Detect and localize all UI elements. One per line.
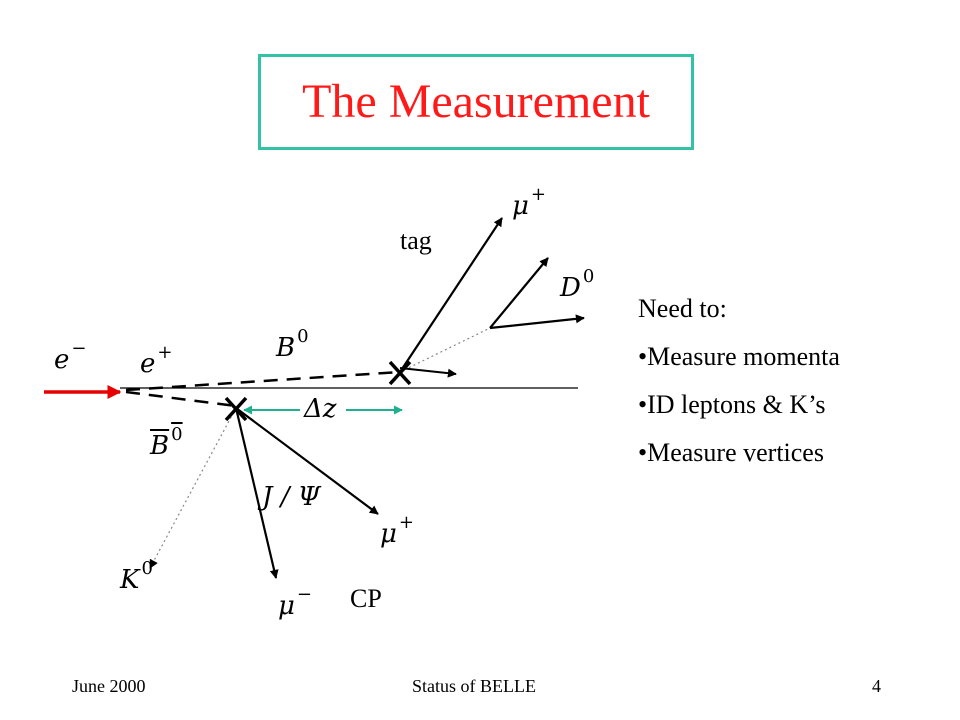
tag-d0-dotted-path xyxy=(399,327,491,373)
cp-mu-minus-track xyxy=(234,407,279,579)
tag-label: tag xyxy=(400,226,432,255)
footer-date: June 2000 xyxy=(72,676,146,696)
tag-vertex-cross xyxy=(388,360,412,386)
delta-z-label: Δz xyxy=(304,394,337,424)
tag-d0-track-upper xyxy=(489,257,549,329)
requirement-item: •ID leptons & K’s xyxy=(638,390,826,419)
mu-plus-tag-label: μ+ xyxy=(512,184,546,221)
tag-extra-track xyxy=(399,367,457,378)
cp-mu-plus-track xyxy=(235,407,379,515)
slide-title: The Measurement xyxy=(302,75,650,128)
jpsi-label: J / Ψ xyxy=(262,482,321,512)
requirements-heading: Need to: xyxy=(638,294,727,323)
footer-center-text: Status of BELLE xyxy=(412,676,536,696)
tag-mu-plus-track xyxy=(399,217,503,373)
requirement-item: •Measure vertices xyxy=(638,438,824,467)
footer-page-number: 4 xyxy=(872,676,881,696)
mu-minus-label: μ− xyxy=(278,584,312,621)
title-box: The Measurement xyxy=(258,54,694,150)
e-plus-label: e+ xyxy=(140,342,173,379)
tag-d0-track-lower xyxy=(489,314,585,330)
cp-vertex-cross xyxy=(224,396,248,422)
e-minus-label: e− xyxy=(54,338,87,375)
cp-k0-dotted-path xyxy=(149,407,237,569)
requirement-item: •Measure momenta xyxy=(638,342,840,371)
mu-plus-cp-label: μ+ xyxy=(380,512,414,549)
requirements-list: Need to: •Measure momenta •ID leptons & … xyxy=(638,294,840,486)
b0bar-flight-path xyxy=(125,390,237,408)
cp-label: CP xyxy=(350,584,382,613)
